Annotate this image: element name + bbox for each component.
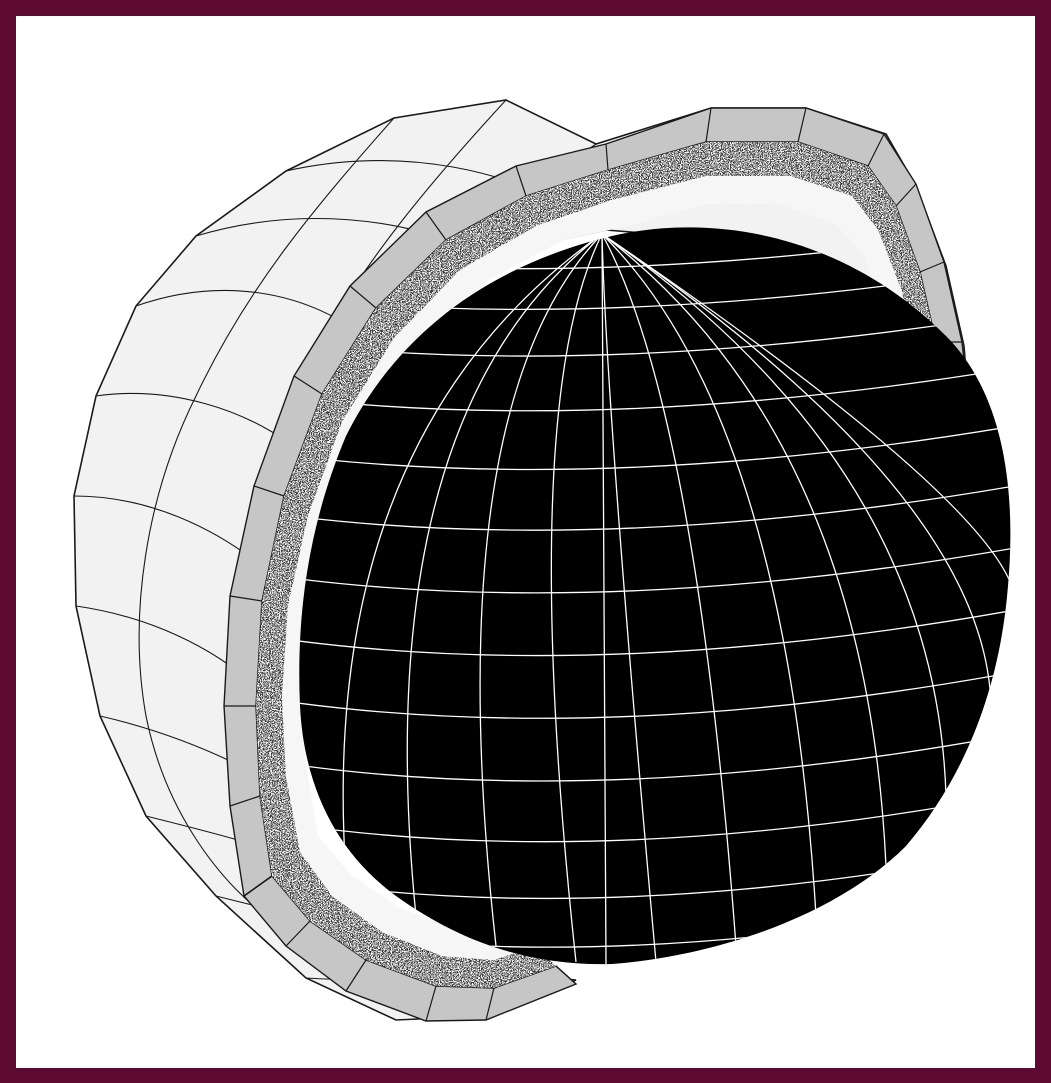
sphere-cutaway-diagram — [16, 16, 1035, 1068]
figure-canvas — [16, 16, 1035, 1068]
